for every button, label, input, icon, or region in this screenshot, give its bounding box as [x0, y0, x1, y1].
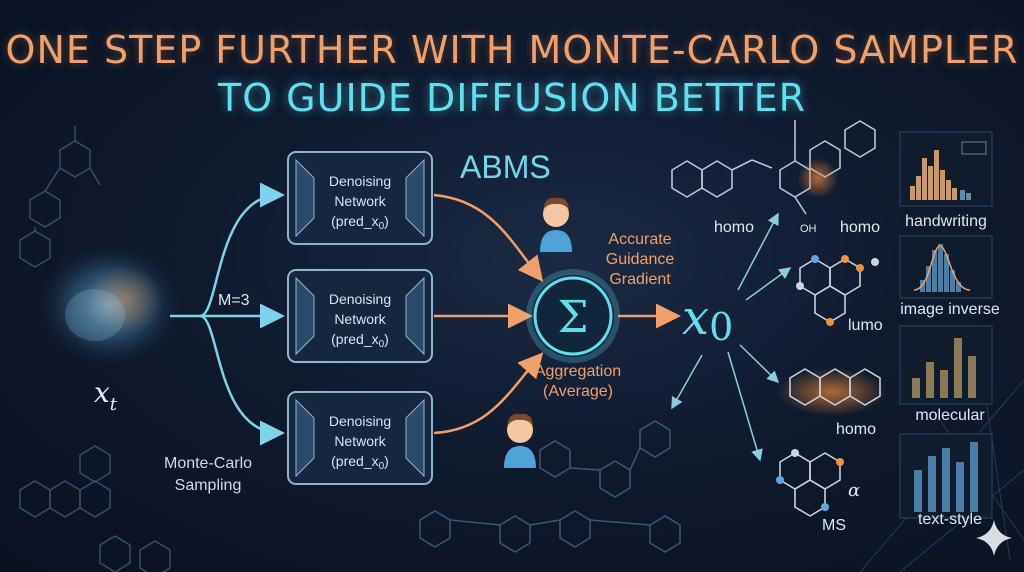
sigma-symbol: Σ	[557, 292, 588, 343]
molecule-lumo	[799, 258, 861, 323]
chart-molecular	[899, 325, 993, 405]
aggregation-arrows	[433, 193, 681, 435]
sampling-label-2: Sampling	[175, 477, 242, 494]
task-handwriting: handwriting	[905, 213, 987, 230]
method-name: ABMS	[460, 149, 551, 185]
box1-line1: Denoising	[329, 173, 391, 189]
box1-line3: (pred_x0)	[331, 213, 389, 232]
output-x0-label: x0	[682, 290, 733, 349]
molecule-lumo-atoms	[796, 255, 879, 326]
sum-aggregator: Σ	[526, 269, 620, 363]
task-lumo: lumo	[848, 317, 883, 334]
task-homo-top-right: homo	[840, 219, 880, 236]
sparkle-icon	[976, 520, 1012, 556]
denoising-network-box-3: Denoising Network (pred_x0)	[287, 391, 433, 485]
noisy-input-cloud	[38, 243, 182, 367]
box2-line1: Denoising	[329, 291, 391, 307]
title-line-2: TO GUIDE DIFFUSION BETTER	[217, 76, 806, 120]
box2-line3: (pred_x0)	[331, 331, 389, 350]
chart-handwriting	[899, 131, 993, 207]
molecule-left-bottom	[19, 445, 171, 572]
molecule-homo-mid	[777, 368, 887, 416]
box3-line2: Network	[334, 433, 386, 449]
box3-line1: Denoising	[329, 413, 391, 429]
task-molecular: molecular	[915, 407, 985, 424]
person-icon-top	[540, 197, 572, 252]
denoising-network-box-1: Denoising Network (pred_x0)	[287, 151, 433, 245]
guidance-label-2: Guidance	[606, 251, 675, 268]
branch-arrows	[170, 182, 285, 446]
m-label: M=3	[218, 292, 250, 309]
title-line-1: ONE STEP FURTHER WITH MONTE-CARLO SAMPLE…	[5, 28, 1019, 72]
chart-text-style	[899, 433, 993, 519]
molecule-bottom-center	[419, 420, 681, 553]
person-icon-bottom	[504, 413, 536, 468]
aggregation-label-1: Aggregation	[535, 363, 621, 380]
box2-line2: Network	[334, 311, 386, 327]
box1-line2: Network	[334, 193, 386, 209]
task-alpha: α	[848, 480, 860, 501]
molecule-ms	[779, 452, 841, 517]
task-ms: MS	[822, 517, 846, 534]
guidance-label-1: Accurate	[608, 231, 671, 248]
guidance-label-3: Gradient	[609, 271, 671, 288]
input-xt-label: xt	[94, 376, 118, 415]
task-arrows	[671, 212, 792, 462]
box3-line3: (pred_x0)	[331, 453, 389, 472]
sampling-label-1: Monte-Carlo	[164, 455, 252, 472]
task-homo-mid: homo	[836, 421, 876, 438]
task-text-style: text-style	[918, 511, 982, 528]
molecule-ms-atoms	[776, 449, 844, 511]
molecule-top-right	[671, 120, 876, 215]
aggregation-label-2: (Average)	[543, 383, 613, 400]
chart-image-inverse	[899, 235, 993, 299]
denoising-network-box-2: Denoising Network (pred_x0)	[287, 269, 433, 363]
task-image-inverse: image inverse	[900, 301, 1000, 318]
task-homo-top-left: homo	[714, 219, 754, 236]
molecule-top-glow	[798, 158, 838, 198]
task-oh-label: OH	[800, 223, 817, 235]
molecule-left-top	[19, 126, 101, 268]
